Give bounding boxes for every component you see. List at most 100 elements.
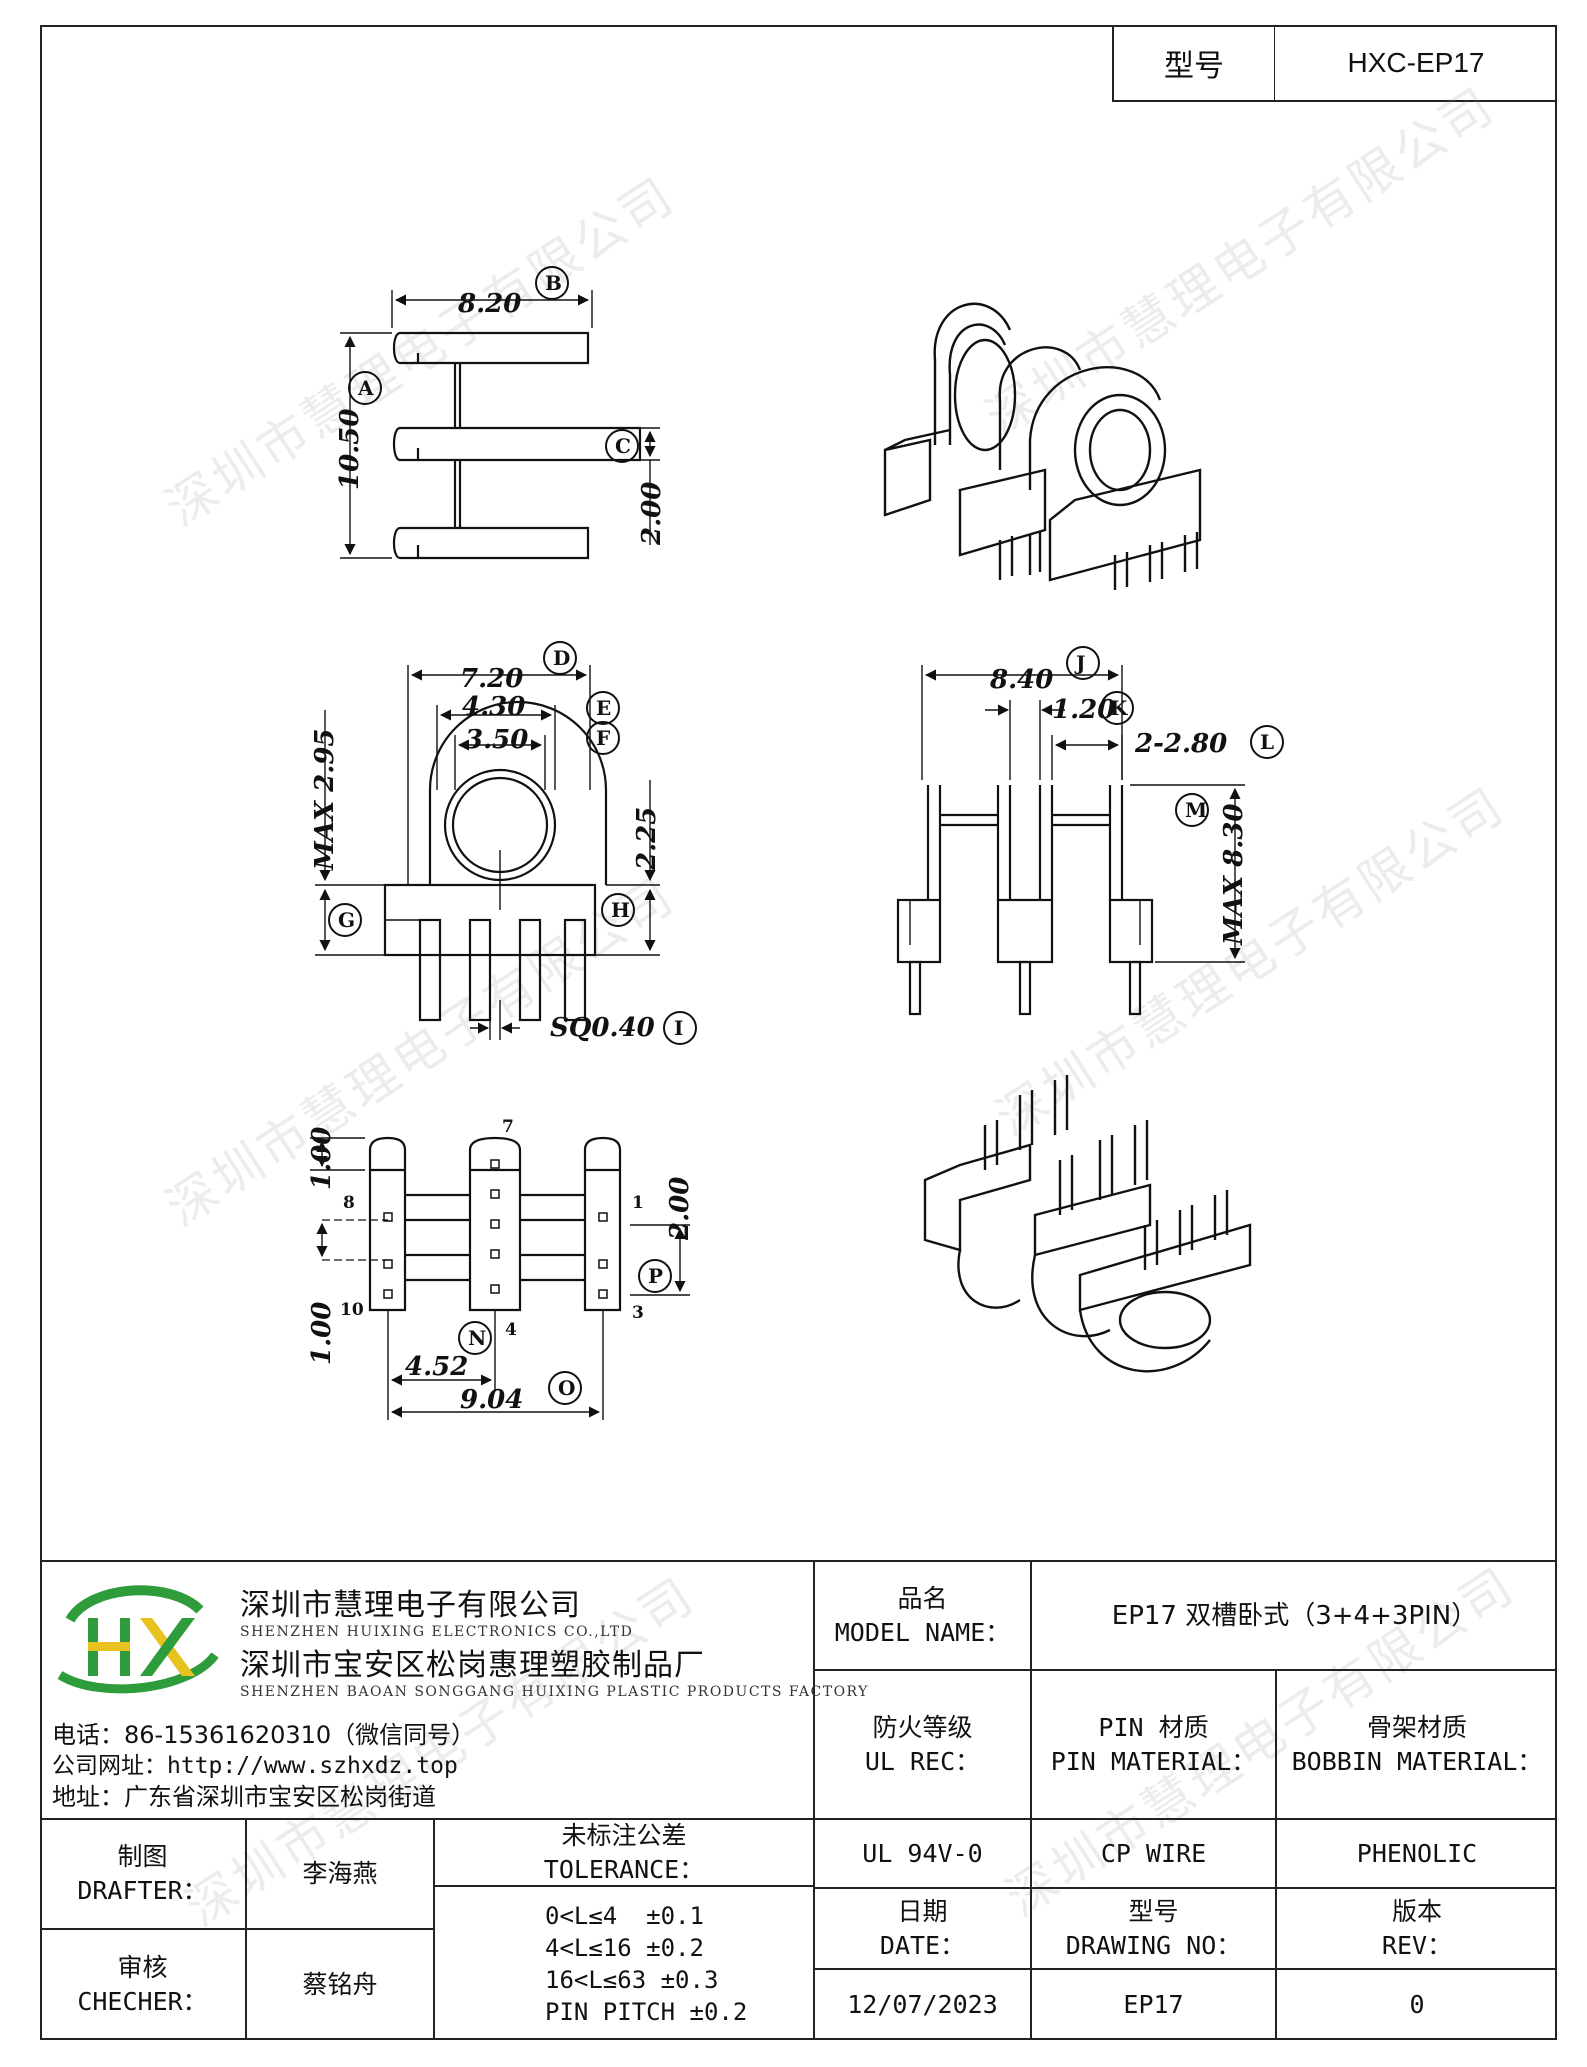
rev-header: 版本 REV： bbox=[1277, 1889, 1557, 1968]
rev-en: REV： bbox=[1381, 1930, 1453, 1960]
company-logo-icon bbox=[57, 1585, 219, 1694]
bottom-view bbox=[310, 1136, 690, 1420]
model-name-cn: 品名 bbox=[897, 1583, 948, 1613]
title-block: 深圳市慧理电子有限公司 SHENZHEN HUIXING ELECTRONICS… bbox=[40, 1560, 1557, 2040]
isometric-view-2 bbox=[923, 1075, 1252, 1373]
rev-cn: 版本 bbox=[1391, 1896, 1442, 1926]
tolerance-cn: 未标注公差 bbox=[561, 1820, 687, 1850]
bobbin-material-cn: 骨架材质 bbox=[1366, 1712, 1467, 1742]
date-cn: 日期 bbox=[897, 1896, 948, 1926]
company-info: 深圳市慧理电子有限公司 SHENZHEN HUIXING ELECTRONICS… bbox=[240, 1580, 869, 1700]
tolerance-line: 4<L≤16 ±0.2 bbox=[545, 1933, 704, 1962]
bobbin-material-header: 骨架材质 BOBBIN MATERIAL： bbox=[1277, 1671, 1557, 1818]
date-header: 日期 DATE： bbox=[815, 1889, 1030, 1968]
dim-a: 10.50 bbox=[335, 409, 365, 490]
dim-e: 4.30 bbox=[462, 692, 525, 722]
model-name-en: MODEL NAME： bbox=[834, 1617, 1011, 1647]
dim-i: SQ0.40 bbox=[550, 1013, 655, 1043]
date-en: DATE： bbox=[879, 1930, 966, 1960]
company-name-1: 深圳市慧理电子有限公司 bbox=[240, 1588, 581, 1623]
tolerance-line: PIN PITCH ±0.2 bbox=[545, 1997, 748, 2026]
model-name-value: EP17 双槽卧式（3+4+3PIN） bbox=[1111, 1600, 1478, 1631]
website: 公司网址：http://www.szhxdz.top bbox=[52, 1753, 458, 1779]
dim-j: 8.40 bbox=[989, 665, 1053, 695]
dim-o: 9.04 bbox=[460, 1385, 523, 1415]
dim-max-m: MAX 8.30 bbox=[1219, 803, 1249, 946]
date-value: 12/07/2023 bbox=[847, 1990, 998, 2019]
dim-l: 2-2.80 bbox=[1134, 729, 1227, 759]
dim-b: 8.20 bbox=[457, 289, 521, 319]
rev-value: 0 bbox=[1409, 1990, 1425, 2019]
drawing-no-en: DRAWING NO： bbox=[1065, 1930, 1242, 1960]
label-n: N bbox=[468, 1326, 486, 1350]
model-value: HXC-EP17 bbox=[1275, 26, 1557, 102]
label-k: K bbox=[1110, 696, 1128, 720]
top-view bbox=[340, 266, 660, 560]
dim-slot: 2.00 bbox=[637, 482, 667, 546]
technical-drawing: 8.20 B 10.50 A C 2.00 7.20 D 4.30 E 3.50… bbox=[307, 266, 1284, 1420]
drawing-no-header: 型号 DRAWING NO： bbox=[1032, 1889, 1275, 1968]
tolerance-line: 0<L≤4 ±0.1 bbox=[545, 1901, 704, 1930]
pin-7: 7 bbox=[502, 1117, 514, 1137]
drafter-name: 李海燕 bbox=[302, 1859, 378, 1888]
label-e: E bbox=[596, 696, 611, 720]
label-m: M bbox=[1185, 798, 1207, 822]
tolerance-header: 未标注公差 TOLERANCE： bbox=[435, 1820, 813, 1885]
checker-cn: 审核 bbox=[117, 1953, 168, 1982]
checker-name: 蔡铭舟 bbox=[302, 1970, 378, 1999]
dim-d: 7.20 bbox=[460, 664, 523, 694]
pin-10: 10 bbox=[340, 1300, 364, 1320]
label-h: H bbox=[611, 898, 630, 922]
dim-f: 3.50 bbox=[465, 725, 528, 755]
checker-label: 审核 CHECHER： bbox=[40, 1930, 245, 2040]
company-name-2: 深圳市宝安区松岗惠理塑胶制品厂 bbox=[240, 1648, 705, 1683]
pin-3: 3 bbox=[632, 1303, 644, 1323]
tolerance-en: TOLERANCE： bbox=[543, 1854, 705, 1884]
drawing-no-value: EP17 bbox=[1123, 1990, 1184, 2019]
dimension-labels: 8.20 B 10.50 A C 2.00 7.20 D 4.30 E 3.50… bbox=[307, 271, 1274, 1415]
pin-4: 4 bbox=[505, 1320, 517, 1340]
label-d: D bbox=[553, 646, 570, 670]
label-o: O bbox=[558, 1376, 575, 1400]
bobbin-material-value: PHENOLIC bbox=[1356, 1838, 1478, 1868]
label-f: F bbox=[596, 726, 610, 750]
pin-material-en: PIN MATERIAL： bbox=[1050, 1746, 1257, 1776]
label-b: B bbox=[545, 271, 562, 295]
tolerance-values: 0<L≤4 ±0.1 4<L≤16 ±0.2 16<L≤63 ±0.3 PIN … bbox=[435, 1887, 813, 2040]
model-label: 型号 bbox=[1112, 26, 1275, 102]
dim-n: 4.52 bbox=[405, 1352, 468, 1382]
label-i: I bbox=[674, 1016, 683, 1040]
dim-top-1: 1.00 bbox=[307, 1127, 337, 1190]
pin-material-header: PIN 材质 PIN MATERIAL： bbox=[1032, 1671, 1275, 1818]
dim-bottom-1: 1.00 bbox=[307, 1302, 337, 1365]
label-c: C bbox=[615, 434, 631, 458]
ul-cn: 防火等级 bbox=[872, 1712, 973, 1742]
address: 地址：广东省深圳市宝安区松岗街道 bbox=[52, 1783, 436, 1811]
ul-en: UL REC： bbox=[864, 1746, 981, 1776]
dim-max-g: MAX 2.95 bbox=[310, 728, 340, 871]
dim-right-2: 2.00 bbox=[665, 1177, 695, 1241]
pin-material-cn: PIN 材质 bbox=[1098, 1712, 1209, 1742]
contact-info: 电话：86-15361620310（微信同号） 公司网址：http://www.… bbox=[52, 1720, 475, 1813]
model-name-header: 品名 MODEL NAME： bbox=[815, 1562, 1030, 1669]
company-en-2: SHENZHEN BAOAN SONGGANG HUIXING PLASTIC … bbox=[240, 1684, 869, 1700]
drawing-frame bbox=[40, 25, 1557, 2040]
checker-en: CHECHER： bbox=[77, 1987, 208, 2016]
model-number-box: 型号 HXC-EP17 bbox=[1112, 26, 1557, 102]
drawing-no-cn: 型号 bbox=[1128, 1896, 1179, 1926]
tolerance-line: 16<L≤63 ±0.3 bbox=[545, 1965, 719, 1994]
front-view bbox=[896, 646, 1284, 1016]
phone: 电话：86-15361620310（微信同号） bbox=[52, 1721, 476, 1749]
ul-header: 防火等级 UL REC： bbox=[815, 1671, 1030, 1818]
pin-material-value: CP WIRE bbox=[1100, 1838, 1207, 1868]
dim-h: 2.25 bbox=[632, 807, 662, 871]
company-en-1: SHENZHEN HUIXING ELECTRONICS CO.,LTD bbox=[240, 1624, 634, 1640]
ul-value: UL 94V-0 bbox=[862, 1838, 983, 1868]
drafter-label: 制图 DRAFTER： bbox=[40, 1820, 245, 1928]
dim-k: 1.20 bbox=[1052, 695, 1115, 725]
isometric-view-1 bbox=[883, 302, 1202, 590]
side-view bbox=[315, 641, 697, 1045]
label-g: G bbox=[338, 908, 355, 932]
bobbin-material-en: BOBBIN MATERIAL： bbox=[1291, 1746, 1543, 1776]
label-p: P bbox=[648, 1264, 663, 1288]
